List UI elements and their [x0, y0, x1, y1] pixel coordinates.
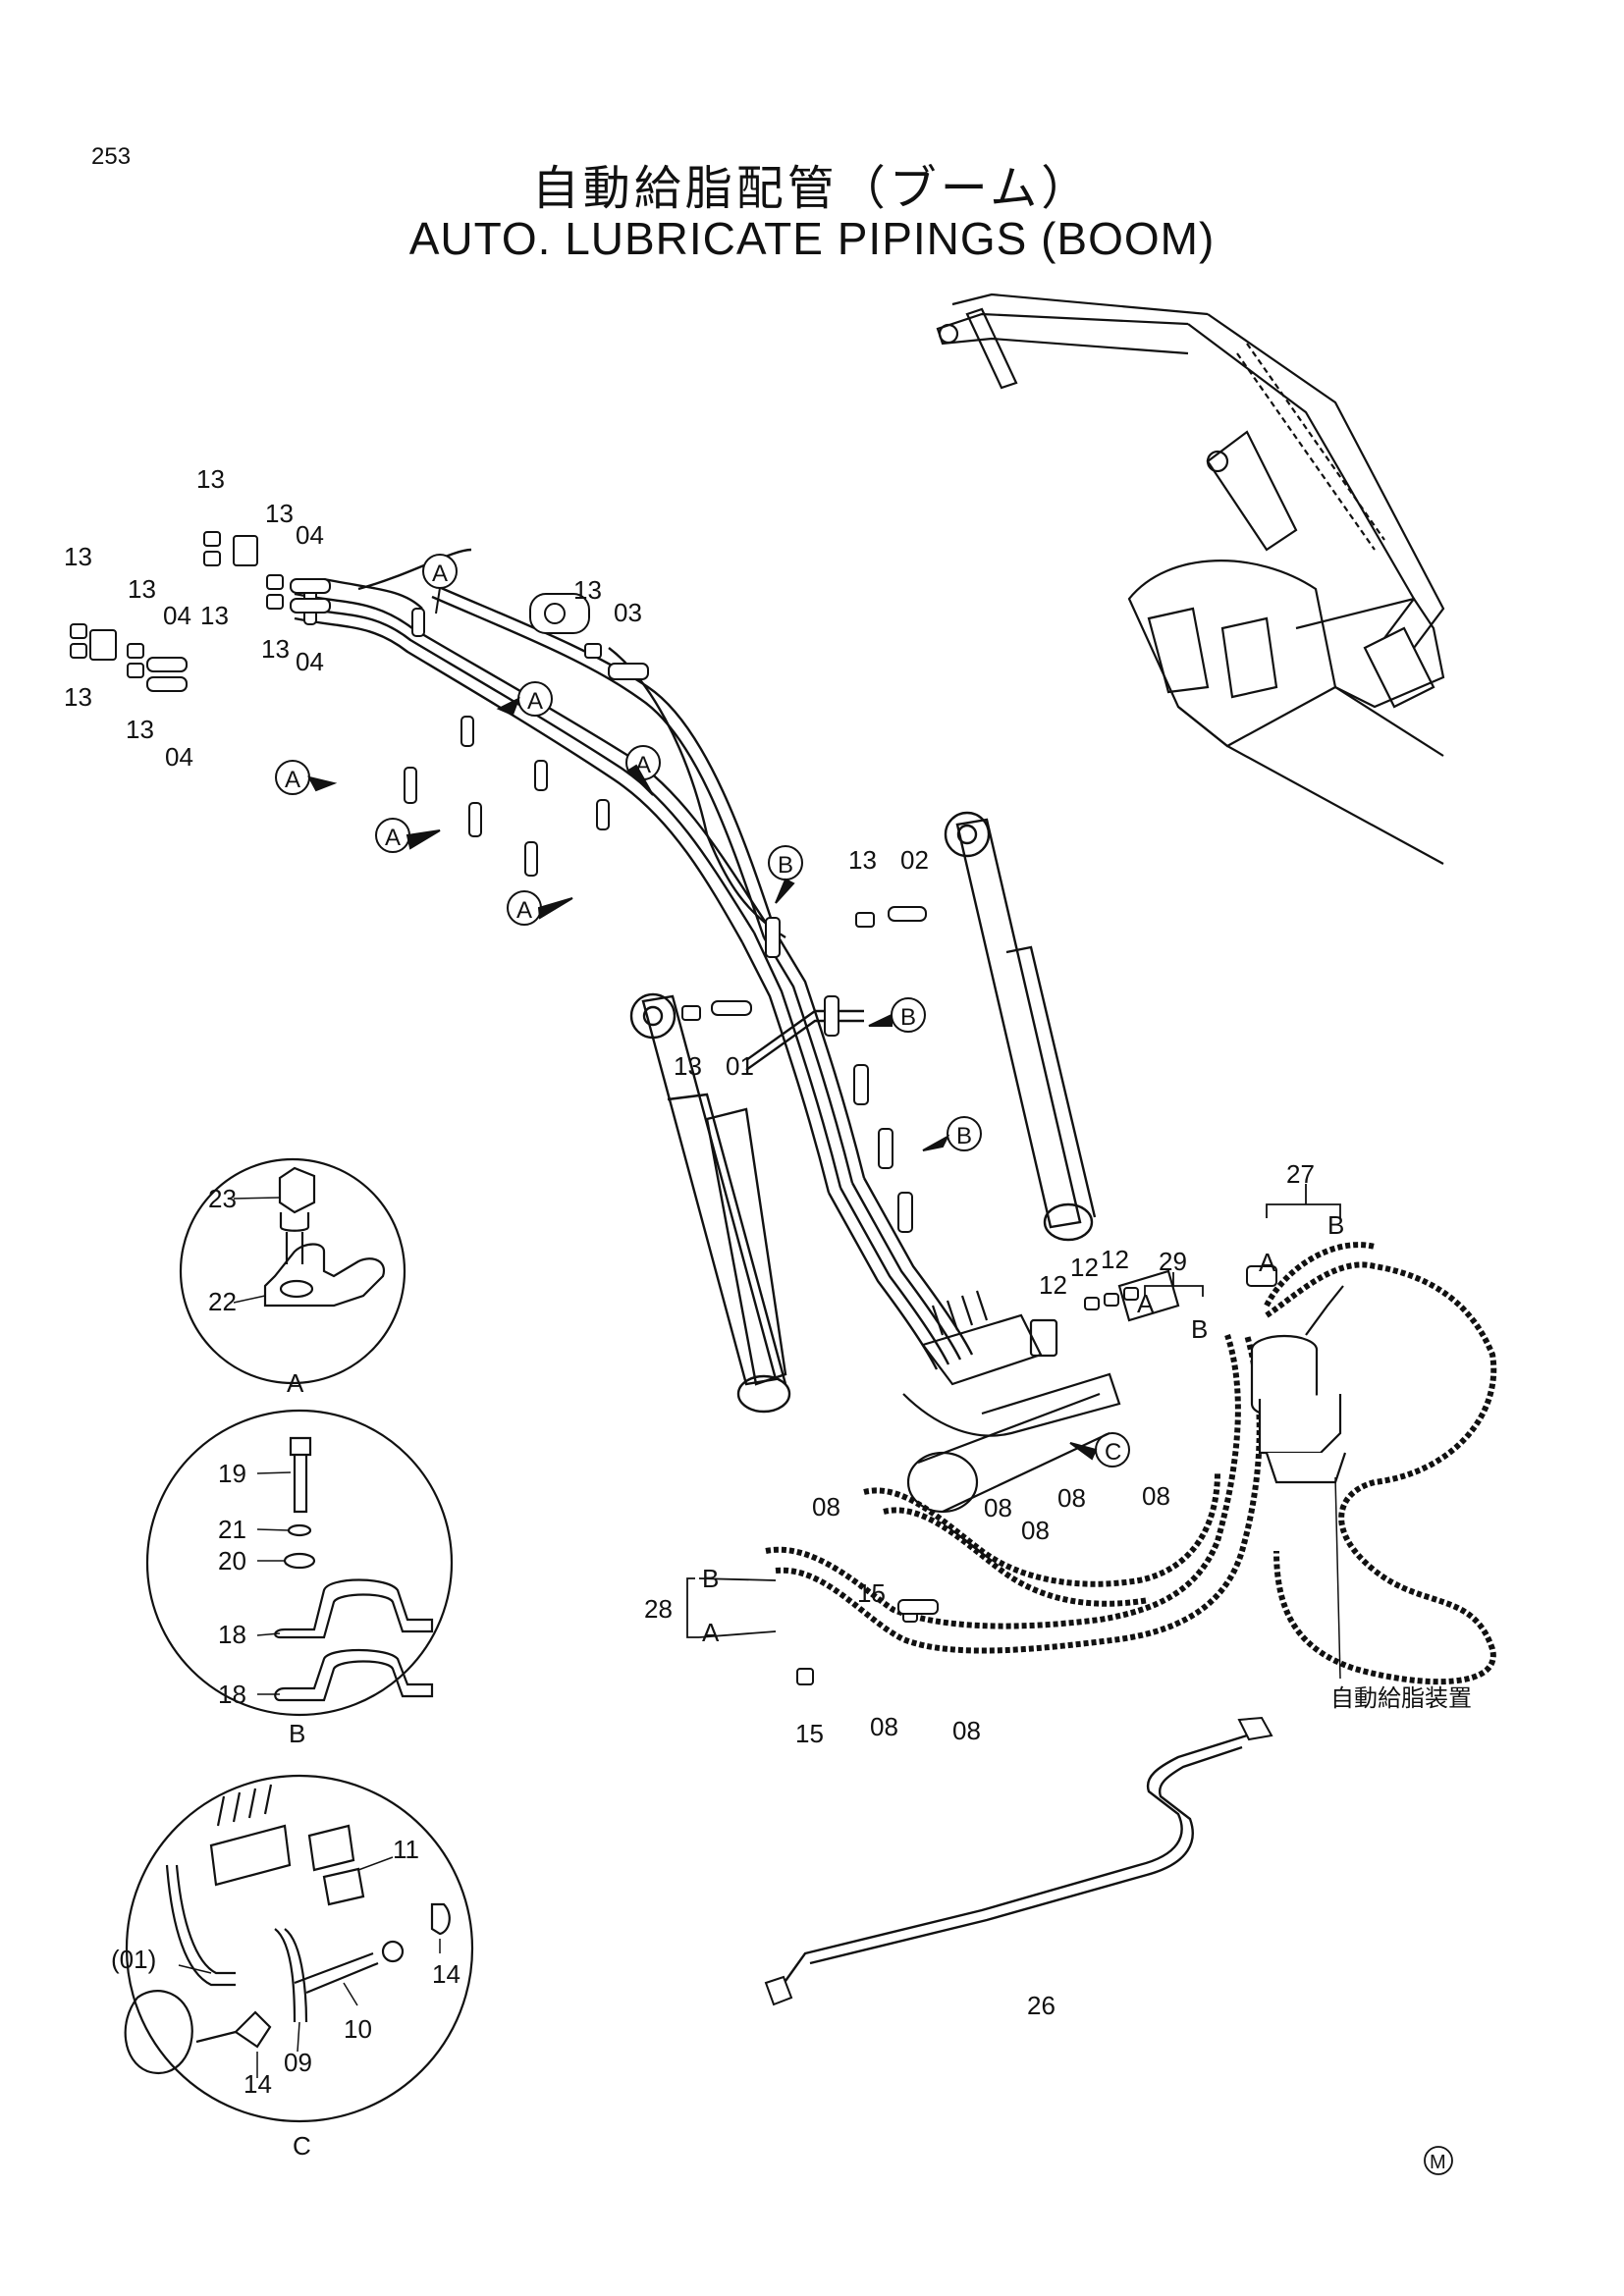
label-13: 13: [196, 464, 225, 494]
label-04: 04: [296, 647, 324, 676]
label-view-c: C: [293, 2131, 311, 2161]
label-09: 09: [284, 2048, 312, 2077]
auto-lubrication-unit: [1250, 1285, 1347, 1484]
label-13: 13: [64, 682, 92, 712]
label-27: 27: [1286, 1159, 1315, 1189]
svg-text:M: M: [1430, 2152, 1446, 2173]
label-08: 08: [870, 1712, 898, 1741]
label-08: 08: [1021, 1516, 1050, 1545]
callout-letters: A A A A A A B B B C: [285, 561, 1121, 1466]
label-a-28: A: [702, 1618, 720, 1647]
boom-cylinders: [629, 811, 1097, 1414]
label-29: 29: [1159, 1247, 1187, 1276]
harness-connectors: [764, 1716, 1273, 2006]
svg-text:A: A: [385, 825, 401, 851]
upper-left-fittings: [70, 531, 927, 1021]
label-08: 08: [1142, 1481, 1170, 1511]
label-12: 12: [1101, 1245, 1129, 1274]
label-04: 04: [165, 742, 193, 772]
label-01: 01: [726, 1051, 754, 1081]
unit-leader: [1334, 1476, 1341, 1680]
label-22: 22: [208, 1287, 237, 1316]
label-12: 12: [1070, 1253, 1099, 1282]
label-13: 13: [64, 542, 92, 571]
page-number: 253: [91, 143, 132, 170]
label-21: 21: [218, 1515, 246, 1544]
label-01-ref: (01): [111, 1945, 156, 1974]
label-11: 11: [393, 1835, 419, 1864]
svg-text:A: A: [285, 767, 300, 793]
detail-c-leaders: [178, 1856, 441, 2078]
label-view-a: A: [287, 1368, 304, 1398]
label-26: 26: [1027, 1991, 1056, 2020]
view-callouts: [275, 554, 1130, 1468]
svg-text:A: A: [432, 561, 448, 587]
line-clips: [303, 586, 913, 1233]
label-28: 28: [644, 1594, 673, 1624]
label-08: 08: [1057, 1483, 1086, 1513]
label-19: 19: [218, 1459, 246, 1488]
title-english: AUTO. LUBRICATE PIPINGS (BOOM): [408, 213, 1216, 264]
label-13: 13: [848, 845, 877, 875]
coiled-hoses: [765, 1242, 1497, 1685]
label-b-27: B: [1327, 1210, 1344, 1240]
detail-b-leaders: [256, 1471, 292, 1695]
label-13: 13: [126, 715, 154, 744]
label-13: 13: [200, 601, 229, 630]
svg-text:A: A: [527, 688, 543, 715]
label-23: 23: [208, 1184, 237, 1213]
label-08: 08: [952, 1716, 981, 1745]
label-14: 14: [244, 2069, 272, 2099]
svg-text:B: B: [956, 1123, 972, 1149]
excavator-thumbnail: [936, 293, 1445, 865]
label-04: 04: [296, 520, 324, 550]
label-13: 13: [261, 634, 290, 664]
label-13: 13: [674, 1051, 702, 1081]
svg-text:B: B: [900, 1004, 916, 1031]
label-14: 14: [432, 1959, 460, 1989]
mark-symbol: M: [1424, 2146, 1453, 2175]
label-03: 03: [614, 598, 642, 627]
detail-view-b: [145, 1409, 454, 1717]
electric-harness: [775, 1734, 1248, 1996]
title-japanese: 自動給脂配管（ブーム）: [531, 161, 1093, 216]
label-08: 08: [812, 1492, 840, 1522]
svg-text:C: C: [1105, 1439, 1121, 1466]
label-02: 02: [900, 845, 929, 875]
label-12: 12: [1039, 1270, 1067, 1300]
svg-text:B: B: [778, 852, 793, 879]
hose-fittings: [796, 1265, 1277, 1685]
distribution-assembly: [902, 1269, 1180, 1514]
label-20: 20: [218, 1546, 246, 1575]
label-13: 13: [573, 575, 602, 605]
label-view-b: B: [289, 1719, 305, 1748]
svg-text:A: A: [635, 752, 651, 778]
label-13: 13: [128, 574, 156, 604]
detail-view-c: [124, 1774, 474, 2123]
group-brackets: [686, 1184, 1341, 1638]
label-10: 10: [344, 2014, 372, 2044]
label-08: 08: [984, 1493, 1012, 1522]
label-15: 15: [795, 1719, 824, 1748]
piping-a-lines: [294, 548, 974, 1370]
label-a-27: A: [1259, 1248, 1276, 1277]
detail-a-leaders: [233, 1197, 281, 1304]
label-18: 18: [218, 1620, 246, 1649]
label-b-29: B: [1191, 1314, 1208, 1344]
label-04: 04: [163, 601, 191, 630]
label-a-29: A: [1137, 1289, 1155, 1318]
label-b-28: B: [702, 1564, 719, 1593]
label-18: 18: [218, 1680, 246, 1709]
part-number-labels: 13 13 04 13 13 13 04 13 04 13 13 04 13 0…: [64, 464, 1344, 2161]
label-15: 15: [857, 1578, 886, 1608]
svg-text:A: A: [516, 897, 532, 924]
label-13: 13: [265, 499, 294, 528]
detail-view-a: [179, 1157, 406, 1385]
auto-lubrication-unit-label: 自動給脂装置: [1330, 1685, 1472, 1712]
